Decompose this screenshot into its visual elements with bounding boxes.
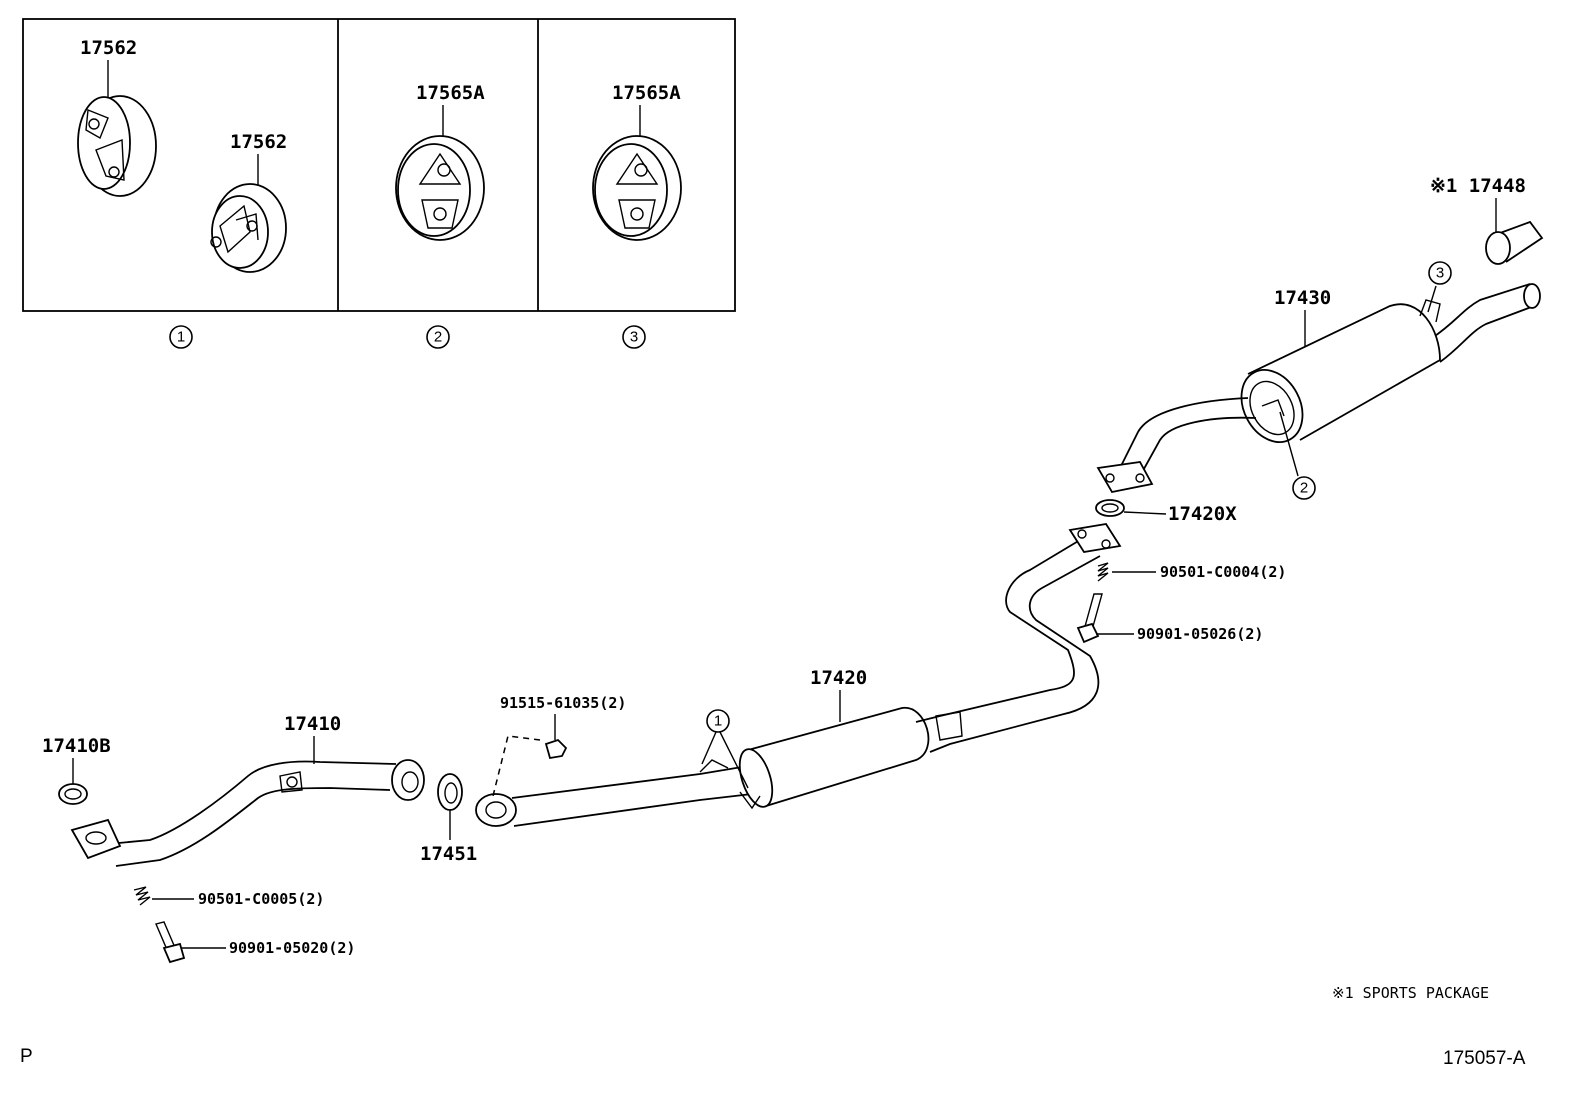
inset-callout-1: 1: [177, 329, 185, 346]
inset-box: [22, 18, 736, 312]
part-90901-05026: 90901-05026(2): [1076, 593, 1263, 644]
label-17562-a: 17562: [80, 37, 137, 59]
label-17430: 17430: [1274, 287, 1331, 309]
part-91515-61035: 91515-61035(2): [491, 694, 626, 801]
inset-callout-3: 3: [630, 329, 638, 346]
muffler-17430-drawing: [1096, 283, 1541, 494]
label-90501-c0005: 90501-C0005(2): [198, 890, 324, 908]
front-pipe-17410-drawing: [70, 759, 425, 867]
label-90501-c0004: 90501-C0004(2): [1160, 563, 1286, 581]
tail-tip-17448-drawing: [1485, 220, 1544, 265]
hanger-17562-b-drawing: [210, 183, 287, 273]
inset-panel-3: 17565A 3: [592, 82, 682, 349]
label-17451: 17451: [420, 843, 477, 865]
label-17565a-panel-2: 17565A: [416, 82, 485, 104]
part-17420x: 17420X: [1095, 499, 1237, 525]
inset-callout-2: 2: [434, 329, 442, 346]
callout-muffler-hanger-mid: 2: [1300, 480, 1308, 497]
label-17448: ※1 17448: [1430, 175, 1526, 197]
part-17410b: 17410B: [42, 735, 111, 805]
inset-panel-1: 17562 17562 1: [77, 37, 287, 349]
center-pipe-17420-drawing: [475, 523, 1122, 827]
label-90901-05026: 90901-05026(2): [1137, 625, 1263, 643]
part-17420: 17420 1: [475, 523, 1122, 827]
callout-center-pipe-hanger: 1: [714, 713, 722, 730]
part-17451: 17451: [420, 773, 477, 865]
label-17420: 17420: [810, 667, 867, 689]
diagram-code: 175057-A: [1443, 1048, 1526, 1069]
part-90501-c0005: 90501-C0005(2): [133, 886, 324, 908]
label-90901-05020: 90901-05020(2): [229, 939, 355, 957]
inset-panel-2: 17565A 2: [395, 82, 485, 349]
part-17430: 17430 3 2: [1096, 261, 1541, 500]
part-90901-05020: 90901-05020(2): [155, 921, 355, 964]
label-91515-61035: 91515-61035(2): [500, 694, 626, 712]
hanger-17562-a-drawing: [77, 95, 157, 197]
hanger-17565a-panel-2-drawing: [395, 135, 485, 241]
hanger-17565a-panel-3-drawing: [592, 135, 682, 241]
part-17448: ※1 17448: [1430, 175, 1544, 265]
callout-muffler-hanger-rear: 3: [1436, 265, 1444, 282]
label-17562-b: 17562: [230, 131, 287, 153]
label-17410b: 17410B: [42, 735, 111, 757]
sports-package-note: ※1 SPORTS PACKAGE: [1332, 984, 1489, 1002]
part-17410: 17410: [70, 713, 425, 867]
part-90501-c0004: 90501-C0004(2): [1097, 562, 1286, 582]
label-17420x: 17420X: [1168, 503, 1237, 525]
label-17565a-panel-3: 17565A: [612, 82, 681, 104]
label-17410: 17410: [284, 713, 341, 735]
left-marker: P: [20, 1046, 33, 1067]
